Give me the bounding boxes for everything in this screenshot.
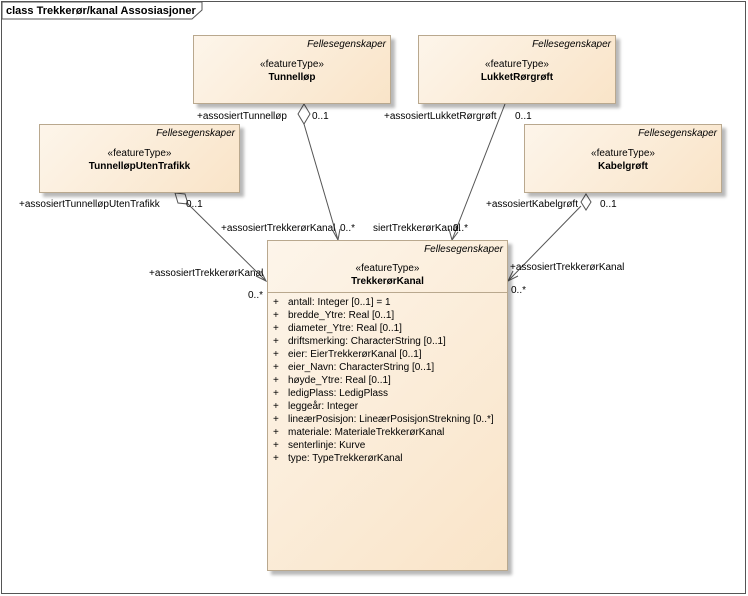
multiplicity-kanal-right: 0..*: [511, 285, 527, 296]
attribute-row: +materiale: MaterialeTrekkerørKanal: [273, 427, 445, 438]
class-kabelgroft[interactable]: Fellesegenskaper «featureType» Kabelgrøf…: [524, 124, 722, 193]
multiplicity-kanal-left: 0..*: [248, 290, 264, 301]
attribute-row: +ledigPlass: LedigPlass: [273, 388, 389, 399]
multiplicity-lukket: 0..1: [515, 111, 532, 122]
role-label-lukket: +assosiertLukketRørgrøft: [384, 111, 497, 122]
role-label-utentrafikk: +assosiertTunnelløpUtenTrafikk: [19, 199, 160, 210]
class-kanal-attribute-list: +antall: Integer [0..1] = 1 +bredde_Ytre…: [273, 296, 505, 465]
multiplicity-kanal-top-second: 0..*: [453, 223, 469, 234]
attribute-row: +eier: EierTrekkerørKanal [0..1]: [273, 349, 422, 360]
class-kabelgroft-package: Fellesegenskaper: [638, 128, 717, 139]
class-lukket-stereotype: «featureType»: [485, 59, 549, 70]
class-lukket-name: LukketRørgrøft: [480, 72, 554, 83]
multiplicity-kabel: 0..1: [600, 199, 617, 210]
attribute-row: +leggeår: Integer: [273, 401, 359, 412]
attribute-row: +høyde_Ytre: Real [0..1]: [273, 375, 391, 386]
role-label-tunnellop: +assosiertTunnelløp: [197, 111, 287, 122]
class-tunnellop-package: Fellesegenskaper: [307, 39, 386, 50]
role-label-kanal-right: +assosiertTrekkerørKanal: [510, 262, 625, 273]
multiplicity-tunnellop: 0..1: [312, 111, 329, 122]
attribute-row: +driftsmerking: CharacterString [0..1]: [273, 336, 446, 347]
attribute-row: +diameter_Ytre: Real [0..1]: [273, 323, 402, 334]
class-lukket-package: Fellesegenskaper: [532, 39, 611, 50]
class-kanal-package: Fellesegenskaper: [424, 244, 503, 255]
attribute-row: +eier_Navn: CharacterString [0..1]: [273, 362, 435, 373]
attribute-row: +lineærPosisjon: LineærPosisjonStrekning…: [273, 414, 494, 425]
role-label-kabel: +assosiertKabelgrøft: [486, 199, 578, 210]
class-tunnellop-uten-trafikk[interactable]: Fellesegenskaper «featureType» Tunnelløp…: [39, 124, 240, 193]
role-label-kanal-left: +assosiertTrekkerørKanal: [149, 268, 264, 279]
role-label-kanal-top-second: siertTrekkerørKanal: [373, 223, 461, 234]
class-kanal-divider: [268, 292, 507, 293]
class-kabelgroft-stereotype: «featureType»: [591, 148, 655, 159]
attribute-row: +bredde_Ytre: Real [0..1]: [273, 310, 395, 321]
class-lukket-rorgroft[interactable]: Fellesegenskaper «featureType» LukketRør…: [418, 35, 616, 104]
multiplicity-utentrafikk: 0..1: [186, 199, 203, 210]
class-utentrafikk-package: Fellesegenskaper: [156, 128, 235, 139]
class-trekkeror-kanal[interactable]: Fellesegenskaper «featureType» Trekkerør…: [267, 240, 508, 571]
attribute-row: +antall: Integer [0..1] = 1: [273, 297, 391, 308]
attribute-row: +type: TypeTrekkerørKanal: [273, 453, 403, 464]
class-kanal-name: TrekkerørKanal: [351, 276, 424, 287]
class-tunnellop[interactable]: Fellesegenskaper «featureType» Tunnelløp: [193, 35, 391, 104]
class-tunnellop-stereotype: «featureType»: [260, 59, 324, 70]
multiplicity-kanal-top: 0..*: [340, 223, 356, 234]
attribute-row: +senterlinje: Kurve: [273, 440, 366, 451]
class-kanal-stereotype: «featureType»: [355, 263, 420, 274]
role-label-kanal-top: +assosiertTrekkerørKanal: [221, 223, 336, 234]
class-kabelgroft-name: Kabelgrøft: [598, 161, 648, 172]
class-tunnellop-name: Tunnelløp: [268, 72, 316, 83]
class-utentrafikk-stereotype: «featureType»: [107, 148, 172, 159]
class-utentrafikk-name: TunnelløpUtenTrafikk: [88, 161, 191, 172]
